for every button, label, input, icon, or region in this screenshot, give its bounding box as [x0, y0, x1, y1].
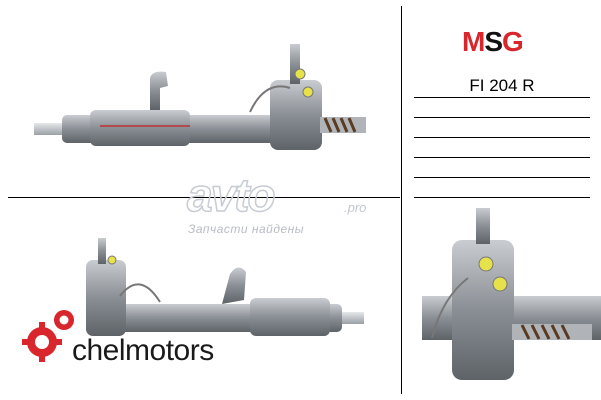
valve-closeup-image [422, 208, 601, 380]
part-number: FI 204 R [469, 76, 535, 95]
spec-line [414, 97, 590, 98]
spec-line [414, 177, 590, 178]
watermark-caption: Запчасти найдены [188, 222, 305, 236]
spec-line [414, 157, 590, 158]
horizontal-divider [8, 197, 400, 198]
steering-rack-image-bottom [86, 238, 364, 336]
spec-line [414, 117, 590, 118]
vertical-divider [401, 6, 402, 394]
spec-line [414, 137, 590, 138]
steering-rack-image-top [34, 44, 366, 150]
watermark-suffix: .pro [344, 200, 367, 215]
chelmotors-logo-text: chelmotors [72, 334, 214, 367]
watermark-logo: avto [186, 168, 276, 222]
brand-logo: MSG [462, 26, 524, 57]
spec-line [414, 197, 590, 198]
gear-logo-icon [22, 310, 74, 362]
